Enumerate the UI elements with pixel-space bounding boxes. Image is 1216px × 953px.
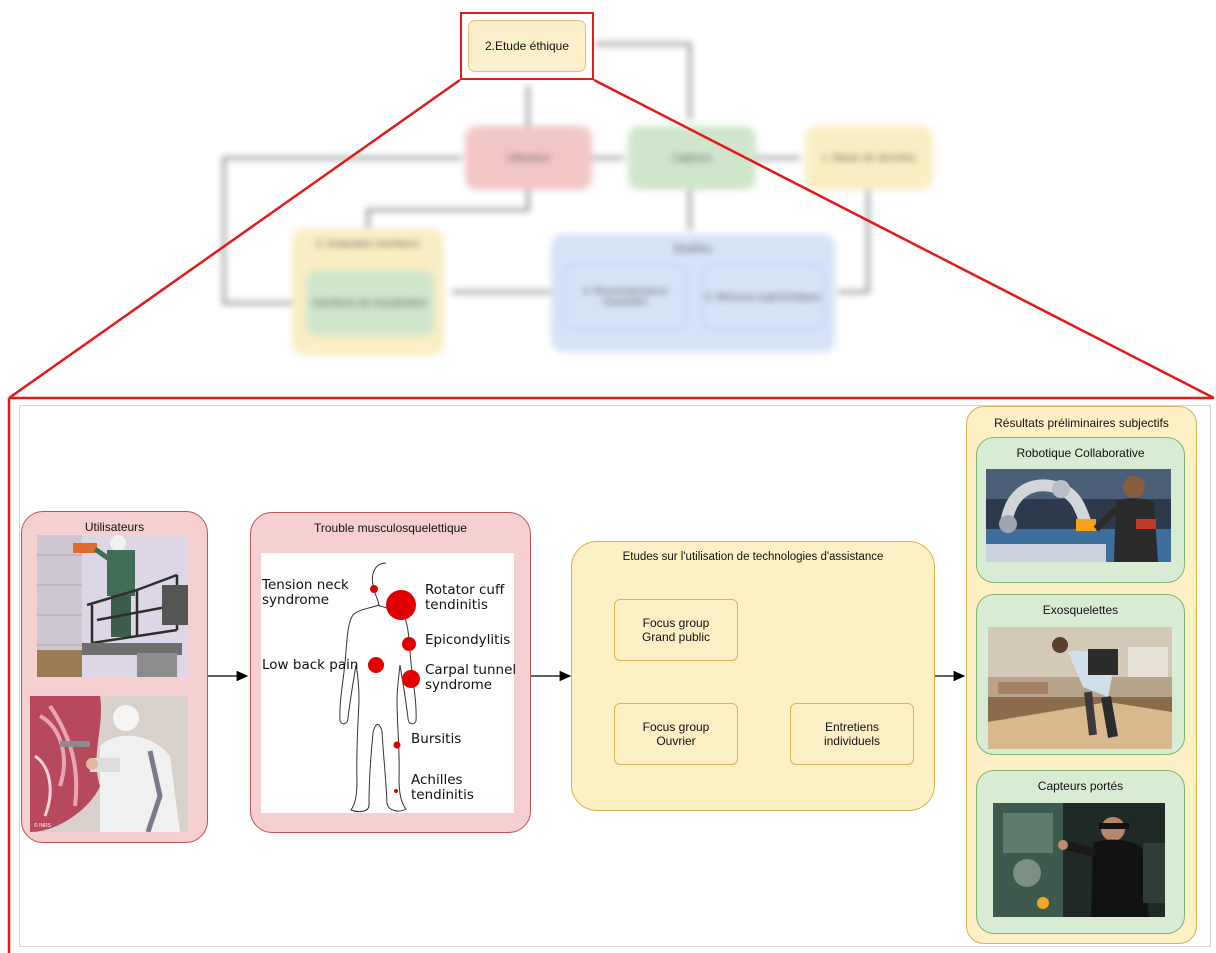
- label-low-back-pain: Low back pain: [262, 657, 359, 673]
- zoom-line-left: [8, 78, 461, 400]
- ov-bases-donnees: 1. Bases de données: [805, 126, 933, 190]
- etude-ethique-box: 2.Etude éthique: [468, 20, 586, 72]
- utilisateurs-card: Utilisateurs: [21, 511, 208, 843]
- focus-group-ouvrier: Focus group Ouvrier: [614, 703, 738, 765]
- conn-interfaces-utilisateur: [222, 156, 462, 305]
- photo-credit: © INRS: [34, 823, 52, 829]
- exosquelettes-title: Exosquelettes: [1042, 603, 1119, 617]
- ov-mesures-label: 5. Mesures ergonomiques: [705, 291, 821, 303]
- label-epicondylitis: Epicondylitis: [425, 632, 511, 648]
- detail-panel: [19, 405, 1211, 947]
- robotique-card: Robotique Collaborative: [976, 437, 1185, 583]
- overview-connectors: [222, 42, 870, 305]
- dot-low-back-pain: [368, 657, 384, 673]
- worker-lift-photo: [37, 535, 188, 677]
- ov-bases-label: 1. Bases de données: [822, 152, 916, 164]
- dot-achilles: [394, 789, 398, 793]
- conn-ethique-capteurs: [594, 42, 692, 120]
- dot-bursitis: [393, 741, 401, 749]
- tms-card: Trouble musculosquelettique Tension neck…: [250, 512, 531, 833]
- resultats-title: Résultats préliminaires subjectifs: [994, 416, 1169, 430]
- label-tension-neck: Tension neck syndrome: [262, 577, 349, 608]
- ov-reconnaissance-label: 4. Reconnaissance d'activités: [582, 286, 668, 308]
- ov-capteurs: Capteurs: [628, 126, 756, 190]
- label-rotator-cuff: Rotator cuff tendinitis: [425, 582, 505, 613]
- capteurs-portes-title: Capteurs portés: [1037, 779, 1124, 793]
- body-silhouette: [339, 562, 420, 813]
- robotique-title: Robotique Collaborative: [1016, 446, 1145, 460]
- etudes-title: Etudes sur l'utilisation de technologies…: [622, 551, 884, 563]
- ov-utilisateur-label: Utilisateur: [506, 152, 551, 164]
- zoom-line-right: [593, 78, 1215, 400]
- dot-tension-neck: [370, 585, 378, 593]
- etudes-card: Etudes sur l'utilisation de technologies…: [571, 541, 935, 811]
- tms-title: Trouble musculosquelettique: [314, 521, 467, 535]
- ov-reconnaissance: 4. Reconnaissance d'activités: [563, 264, 687, 330]
- label-achilles: Achilles tendinitis: [411, 772, 474, 803]
- cobot-photo: [986, 469, 1171, 562]
- ov-capteurs-label: Capteurs: [671, 152, 713, 164]
- dot-epicondylitis: [402, 637, 416, 651]
- etude-ethique-label: 2.Etude éthique: [484, 39, 570, 53]
- butcher-photo: © INRS: [30, 696, 188, 832]
- ov-utilisateur: Utilisateur: [465, 126, 592, 190]
- ov-interfaces-label: Interfaces de visualisation: [312, 297, 428, 309]
- ov-evaluation-label: 6. Evaluation interfaces: [316, 239, 420, 250]
- focus-group-grand-public: Focus group Grand public: [614, 599, 738, 661]
- overview-blurred-layer: Utilisateur Capteurs 1. Bases de données…: [0, 0, 1216, 400]
- label-bursitis: Bursitis: [411, 731, 462, 747]
- tms-body-figure: Tension neck syndrome Rotator cuff tendi…: [261, 553, 517, 813]
- capteurs-portes-card: Capteurs portés: [976, 770, 1185, 934]
- conn-bases-modeles: [838, 190, 870, 294]
- ov-modeles-label: Modèles: [674, 244, 712, 255]
- exoskeleton-photo: [988, 627, 1172, 749]
- dot-carpal-tunnel: [402, 670, 420, 688]
- ov-interfaces-visualisation: Interfaces de visualisation: [306, 270, 434, 336]
- wearable-sensors-photo: [993, 803, 1165, 917]
- label-carpal-tunnel: Carpal tunnel syndrome: [425, 662, 517, 693]
- exosquelettes-card: Exosquelettes: [976, 594, 1185, 755]
- ov-mesures: 5. Mesures ergonomiques: [701, 264, 825, 330]
- overview-diagram: Utilisateur Capteurs 1. Bases de données…: [0, 0, 1216, 400]
- utilisateurs-title: Utilisateurs: [84, 520, 145, 534]
- entretiens-individuels: Entretiens individuels: [790, 703, 914, 765]
- dot-rotator-cuff: [386, 590, 416, 620]
- highlight-etude-ethique: 2.Etude éthique: [460, 12, 594, 80]
- conn-utilisateur-evaluation: [366, 190, 530, 228]
